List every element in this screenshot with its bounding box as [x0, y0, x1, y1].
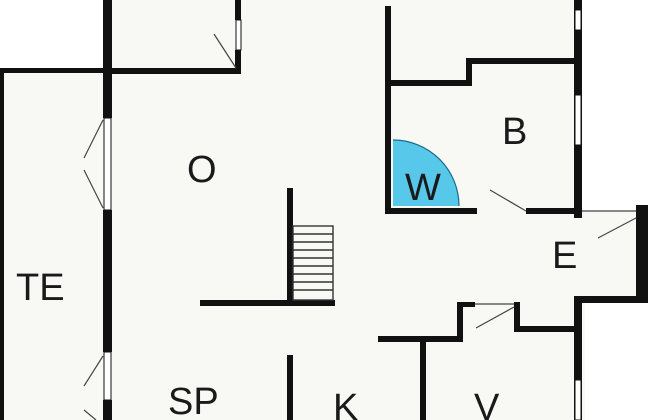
wall-te-top	[0, 68, 108, 73]
stairs-outline	[292, 225, 334, 301]
wall-v-top-left	[457, 302, 475, 307]
door-e	[597, 217, 637, 239]
wall-step-top	[466, 58, 580, 64]
wall-e-right	[636, 205, 648, 303]
room-label-e: E	[552, 235, 577, 277]
wall-stair-bottom	[200, 300, 335, 306]
wall-v-left-top	[457, 302, 463, 342]
room-label-k: K	[333, 387, 358, 420]
wall-te-o-3	[103, 400, 112, 420]
wall-te-o-2	[103, 210, 112, 352]
wall-upper-left	[385, 6, 391, 214]
window-b-right	[574, 94, 582, 146]
door-te-1	[83, 119, 104, 159]
door-v	[475, 306, 515, 329]
wall-upper-mid	[385, 80, 471, 86]
wall-e-bottom	[580, 296, 648, 303]
wall-closet-right	[235, 0, 241, 20]
wall-step	[466, 58, 472, 86]
shower-arc	[392, 139, 460, 207]
room-label-w: W	[405, 167, 441, 209]
room-label-b: B	[502, 111, 527, 153]
room-labels: O B W E TE SP K V	[16, 111, 577, 420]
room-label-sp: SP	[168, 381, 219, 420]
wall-b-bottom	[526, 208, 582, 214]
window-upper-right	[574, 9, 582, 31]
wall-te-o-1	[103, 0, 112, 118]
wall-stair-vertical	[287, 188, 293, 306]
door-te-3	[83, 355, 104, 387]
window-closet	[235, 19, 242, 51]
room-label-te: TE	[16, 267, 65, 309]
wall-v-top	[514, 326, 580, 332]
room-label-o: O	[187, 149, 217, 191]
door-closet	[213, 33, 237, 69]
room-label-v: V	[474, 387, 500, 420]
wall-te-left	[0, 70, 4, 420]
window-te-o	[103, 117, 112, 211]
wall-closet-bottom	[108, 68, 240, 74]
door-b	[489, 189, 527, 212]
stairs	[292, 225, 334, 301]
shower-area	[393, 140, 459, 206]
doors	[83, 33, 637, 420]
wall-e-left-low	[574, 296, 582, 336]
wall-sp-k	[287, 355, 293, 420]
door-te-2	[83, 169, 104, 209]
wall-bath-bottom	[385, 208, 477, 214]
window-te-o-low	[103, 351, 112, 401]
wall-closet-right-2	[235, 50, 241, 74]
door-te-4	[83, 409, 97, 420]
wall-k-v	[420, 336, 426, 420]
wall-v-top-right	[514, 302, 520, 332]
windows	[103, 9, 582, 420]
wall-v-right	[574, 326, 582, 420]
window-v-right	[574, 379, 582, 420]
